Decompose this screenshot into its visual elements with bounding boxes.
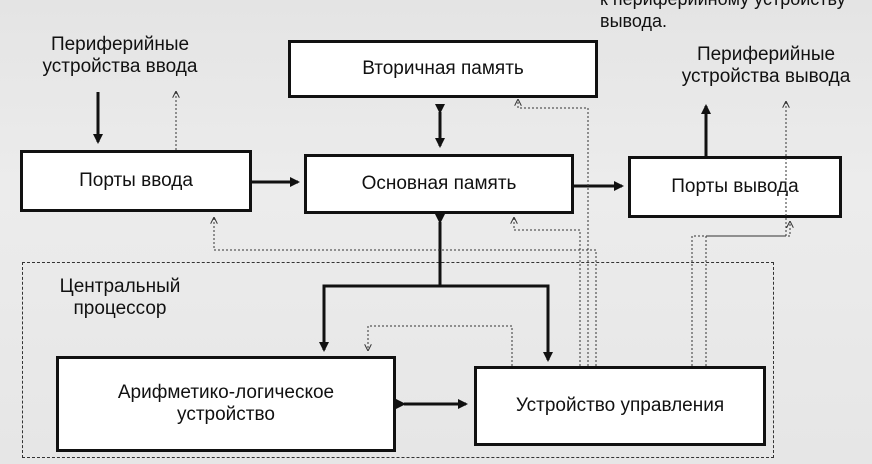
output-ports-label: Порты вывода [671,176,799,197]
alu-box: Арифметико-логическое устройство [56,356,396,452]
main-memory-box: Основная память [304,154,574,214]
input-ports-label: Порты ввода [79,170,193,191]
cpu-label: Центральный процессор [59,276,181,319]
control-unit-label: Устройство управления [515,395,725,416]
input-devices-label: Периферийные устройства ввода [42,34,198,77]
bus-cpu [322,284,550,358]
secondary-memory-label: Вторичная память [362,58,524,79]
control-line-input-ports [214,218,597,366]
control-line-main-memory [514,218,581,366]
header-fragment: к периферийному устройству вывода. [600,0,846,31]
control-line-alu [368,325,513,366]
control-line-output-ports [705,222,790,366]
input-ports-box: Порты ввода [20,150,252,212]
control-line-secondary-memory [518,100,589,366]
alu-label: Арифметико-логическое устройство [117,382,335,425]
output-devices-label: Периферийные устройства вывода [681,44,851,87]
control-unit-box: Устройство управления [474,366,766,446]
output-ports-box: Порты вывода [628,156,842,218]
secondary-memory-box: Вторичная память [288,40,598,98]
cpu-boundary [22,262,774,458]
main-memory-label: Основная память [361,173,517,194]
